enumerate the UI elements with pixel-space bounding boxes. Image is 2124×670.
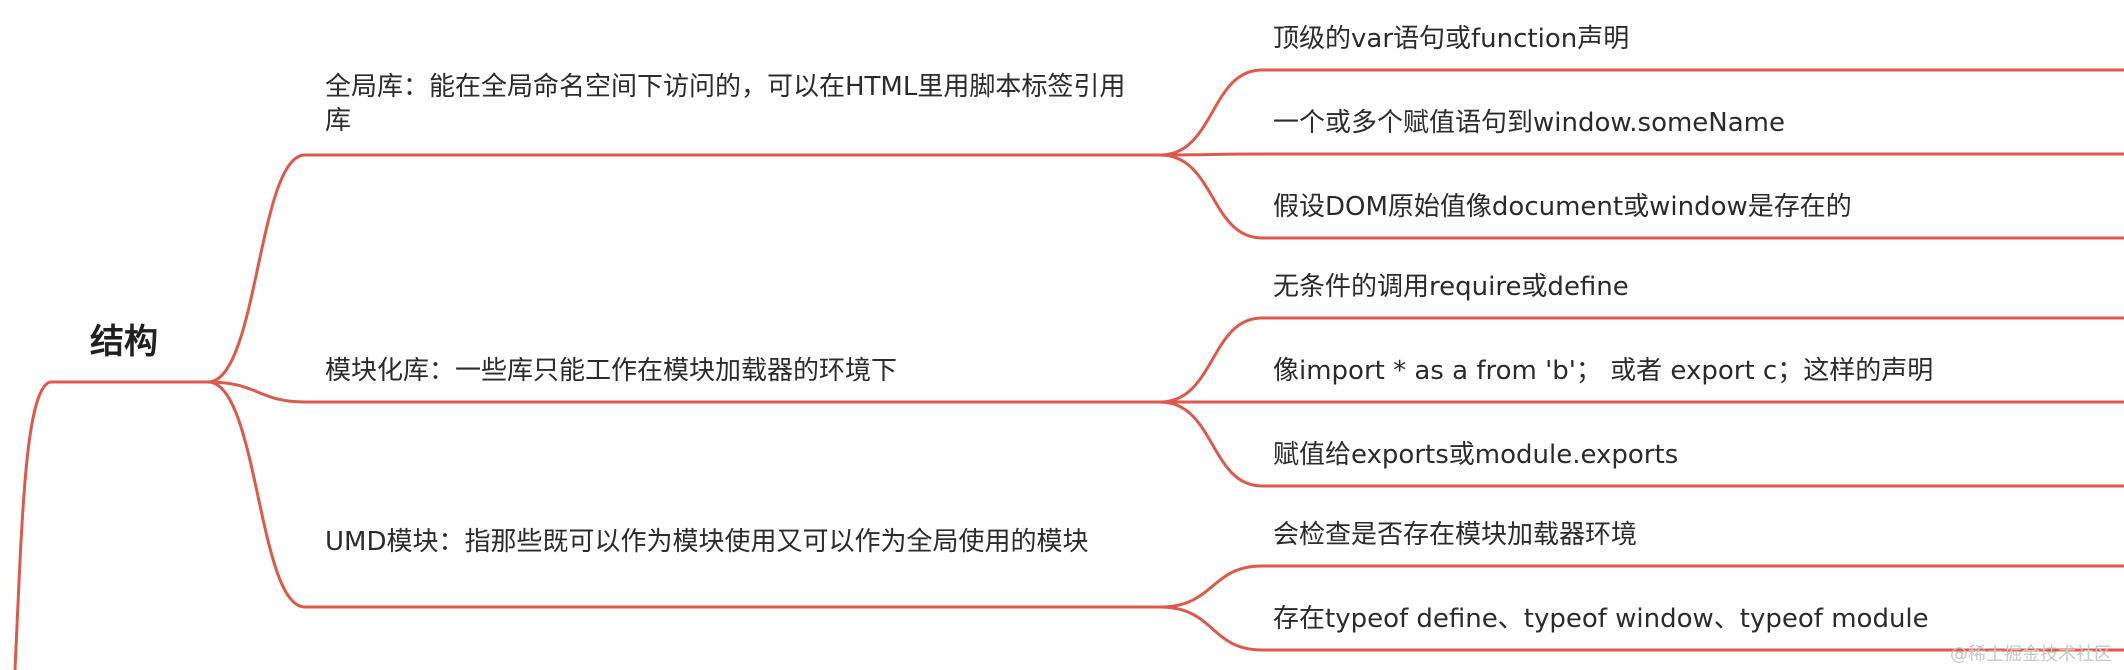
watermark: @稀土掘金技术社区 [1950,644,2112,665]
leaf-module-3[interactable]: 赋值给exports或module.exports [1273,438,1678,472]
branch-global-library[interactable]: 全局库：能在全局命名空间下访问的，可以在HTML里用脚本标签引用库 [325,70,1145,138]
connector-module-curve [206,380,307,404]
root-node[interactable]: 结构 [90,314,158,363]
leaf-global-3[interactable]: 假设DOM原始值像document或window是存在的 [1273,190,1852,224]
connector-global-leaf-2-curve [1158,152,1264,157]
connector-global-curve [206,153,307,384]
connector-umd-leaf-2-curve [1158,605,1264,652]
leaf-label: 假设DOM原始值像document或window是存在的 [1273,192,1852,222]
branch-module-library[interactable]: 模块化库：一些库只能工作在模块加载器的环境下 [325,354,1145,388]
leaf-label: 存在typeof define、typeof window、typeof mod… [1273,604,1929,634]
leaf-umd-2[interactable]: 存在typeof define、typeof window、typeof mod… [1273,602,1929,636]
leaf-global-1[interactable]: 顶级的var语句或function声明 [1273,22,1629,56]
leaf-label: 会检查是否存在模块加载器环境 [1273,520,1638,550]
branch-label: 全局库：能在全局命名空间下访问的，可以在HTML里用脚本标签引用库 [325,72,1126,136]
connector-global-leaf-1-curve [1158,68,1264,157]
connector-trunk [13,380,52,670]
leaf-label: 赋值给exports或module.exports [1273,440,1679,470]
branch-label: UMD模块：指那些既可以作为模块使用又可以作为全局使用的模块 [325,527,1089,557]
connector-module-leaf-3-curve [1158,400,1264,488]
root-label: 结构 [90,322,158,362]
connector-module-leaf-1-curve [1158,316,1264,404]
connector-global-leaf-3-curve [1158,153,1264,240]
leaf-global-2[interactable]: 一个或多个赋值语句到window.someName [1273,106,1785,140]
leaf-umd-1[interactable]: 会检查是否存在模块加载器环境 [1273,518,1637,552]
leaf-label: 一个或多个赋值语句到window.someName [1273,108,1786,138]
connector-umd-leaf-1-curve [1158,564,1264,609]
branch-label: 模块化库：一些库只能工作在模块加载器的环境下 [325,356,898,386]
connector-umd-curve [206,380,307,609]
leaf-label: 无条件的调用require或define [1273,272,1629,302]
leaf-module-2[interactable]: 像import * as a from 'b'； 或者 export c；这样的… [1273,354,1933,388]
leaf-label: 像import * as a from 'b'； 或者 export c；这样的… [1273,356,1934,386]
leaf-module-1[interactable]: 无条件的调用require或define [1273,270,1629,304]
branch-umd-module[interactable]: UMD模块：指那些既可以作为模块使用又可以作为全局使用的模块 [325,525,1145,559]
leaf-label: 顶级的var语句或function声明 [1273,24,1630,54]
